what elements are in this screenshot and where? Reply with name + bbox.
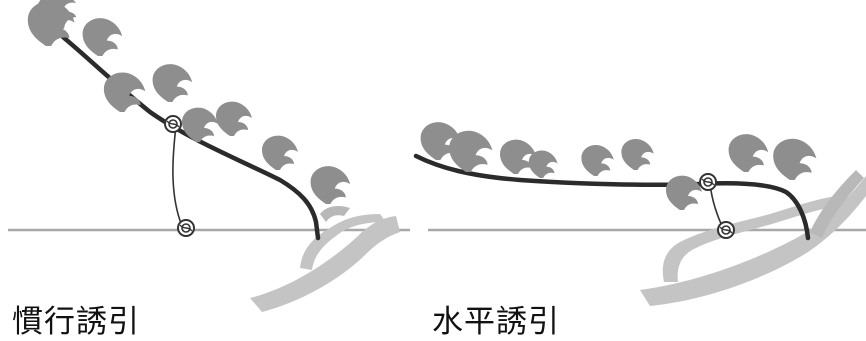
caption-conventional-training: 慣行誘引 <box>12 304 140 340</box>
left-leaves <box>27 0 351 204</box>
caption-horizontal-training: 水平誘引 <box>432 304 560 340</box>
left-trunk-base <box>250 216 400 312</box>
left-trunk-stub <box>320 206 350 222</box>
right-upper-wire-clip <box>699 173 717 191</box>
left-panel <box>8 0 410 312</box>
left-upper-wire-clip <box>164 115 182 133</box>
right-trunk-base <box>640 176 866 306</box>
left-cane <box>49 25 321 241</box>
right-panel <box>413 122 866 306</box>
left-tie-string <box>172 125 183 227</box>
right-trunk-branch <box>662 196 838 282</box>
right-lower-wire-clip <box>717 221 735 239</box>
left-lower-wire-clip <box>177 219 195 237</box>
right-trunk-rise <box>810 170 864 238</box>
left-trunk-hook <box>300 214 386 270</box>
right-leaves <box>420 122 817 210</box>
